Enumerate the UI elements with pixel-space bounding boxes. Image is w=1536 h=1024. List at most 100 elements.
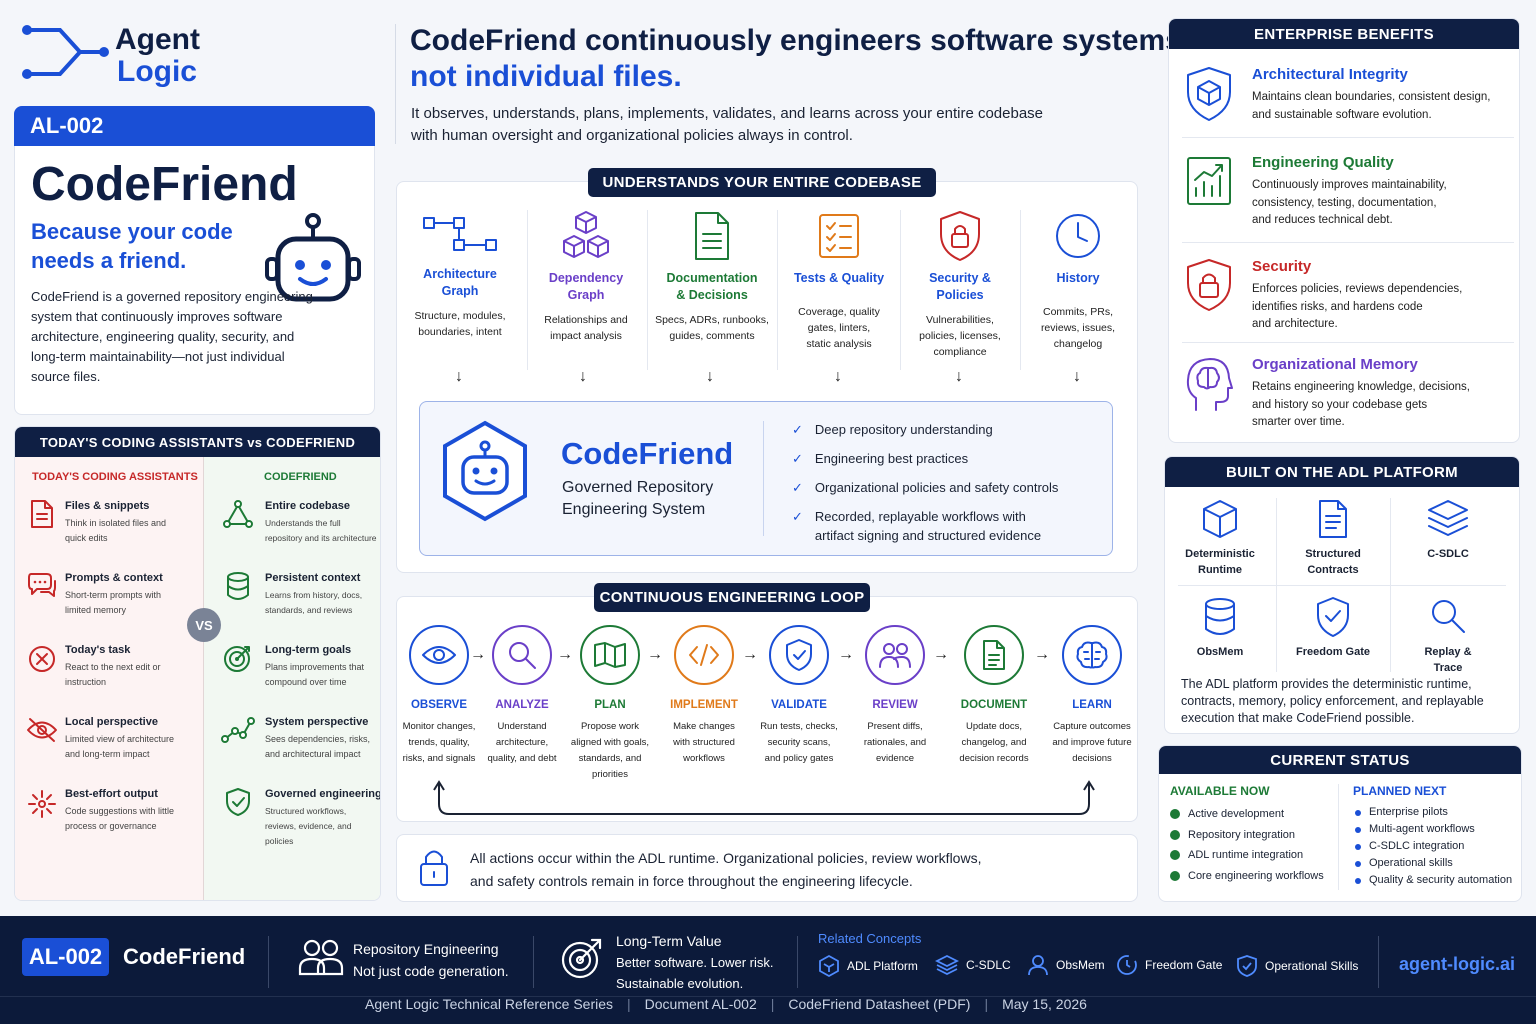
core-sub2: Engineering System [562, 501, 706, 518]
code-icon [689, 644, 719, 666]
right-column-head: CODEFRIEND [264, 471, 337, 483]
status-dot-icon [1170, 809, 1180, 820]
understands-column-documentation: Documentation& Decisions Specs, ADRs, ru… [650, 210, 774, 344]
arrow-right-icon: → [647, 646, 663, 663]
search-icon [1432, 600, 1465, 633]
agent-logic-logo [20, 24, 112, 82]
product-tagline: Because your code needs a friend. [31, 219, 233, 273]
footer-product: CodeFriend [123, 944, 246, 969]
document-icon [983, 640, 1005, 670]
graph-icon [221, 717, 255, 743]
related-freedom-gate[interactable]: Freedom Gate [1116, 954, 1222, 976]
related-obsmem[interactable]: ObsMem [1027, 954, 1105, 976]
document-icon [31, 500, 53, 528]
brain-icon [1076, 641, 1108, 669]
status-title: CURRENT STATUS [1159, 746, 1521, 774]
chart-up-icon [1187, 157, 1231, 205]
eye-icon [422, 646, 456, 664]
status-card: CURRENT STATUS [1158, 745, 1522, 902]
list-item: Repository integration [1170, 825, 1324, 846]
adl-cell-obsmem: ObsMem [1164, 596, 1276, 660]
brand-line1: Agent [115, 23, 200, 56]
target-icon [224, 646, 250, 672]
check-icon: ✓ [792, 509, 803, 524]
footer-value-sub1: Better software. Lower risk. [616, 955, 774, 970]
arrow-right-icon: → [470, 646, 486, 663]
list-item: ✓Organizational policies and safety cont… [792, 480, 1059, 495]
list-item: ✓Recorded, replayable workflows with art… [792, 509, 1042, 543]
runtime-note-line2: and safety controls remain in force thro… [470, 873, 913, 889]
core-title: CodeFriend [561, 436, 734, 471]
footer-datasheet-link[interactable]: CodeFriend Datasheet (PDF) [788, 996, 971, 1012]
related-adl-platform[interactable]: ADL Platform [818, 954, 918, 978]
arrow-right-icon: → [1034, 646, 1050, 663]
status-dot-icon [1170, 829, 1180, 840]
check-icon: ✓ [792, 480, 803, 495]
shield-icon [786, 639, 812, 671]
footer-repo-sub: Not just code generation. [353, 963, 509, 979]
person-icon [1028, 955, 1048, 976]
check-icon: ✓ [792, 451, 803, 466]
footer-related-head: Related Concepts [818, 931, 922, 946]
layers-icon [935, 954, 959, 976]
shield-check-icon [1237, 955, 1257, 977]
headline-line1: CodeFriend continuously engineers softwa… [410, 24, 1212, 57]
related-csdlc[interactable]: C-SDLC [935, 954, 1011, 976]
related-operational-skills[interactable]: Operational Skills [1236, 954, 1358, 978]
footer-date: May 15, 2026 [1002, 996, 1087, 1012]
arrow-down-icon: ↓ [955, 368, 963, 385]
map-icon [594, 642, 626, 668]
eye-slash-icon [27, 718, 57, 742]
footer-value-sub2: Sustainable evolution. [616, 976, 744, 991]
lock-shield-icon [940, 211, 980, 261]
loop-return-arrow-icon [433, 780, 1095, 815]
comparison-card: TODAY'S CODING ASSISTANTS vs CODEFRIEND … [14, 426, 381, 901]
footer-document: Document AL-002 [644, 996, 757, 1012]
footer-site-link[interactable]: agent-logic.ai [1399, 954, 1516, 974]
arrow-down-icon: ↓ [834, 368, 842, 385]
runtime-note-line1: All actions occur within the ADL runtime… [470, 850, 982, 866]
arrow-down-icon: ↓ [455, 368, 463, 385]
understands-title: UNDERSTANDS YOUR ENTIRE CODEBASE [588, 168, 936, 197]
arrow-right-icon: → [557, 646, 573, 663]
status-planned: PLANNED NEXT Enterprise pilots Multi-age… [1353, 784, 1512, 889]
cubes-icon [563, 211, 609, 258]
arrow-down-icon: ↓ [706, 368, 714, 385]
network-icon [223, 500, 253, 528]
lock-icon [420, 850, 448, 886]
footer-series: Agent Logic Technical Reference Series [365, 996, 614, 1012]
product-card: AL-002 CodeFriend Because your code need… [14, 106, 375, 415]
runtime-note [396, 834, 1138, 902]
benefit-item: Organizational Memory Retains engineerin… [1182, 356, 1522, 432]
arrow-down-icon: ↓ [1073, 368, 1081, 385]
benefit-item: Security Enforces policies, reviews depe… [1182, 258, 1522, 334]
loop-step-observe: OBSERVE Monitor changes,trends, quality,… [391, 625, 487, 767]
bullet-icon [1355, 860, 1361, 867]
loop-step-validate: VALIDATE Run tests, checks,security scan… [751, 625, 847, 767]
status-available: AVAILABLE NOW Active development Reposit… [1170, 784, 1324, 886]
comparison-title: TODAY'S CODING ASSISTANTS vs CODEFRIEND [15, 427, 380, 457]
cube-shield-icon [1187, 67, 1231, 121]
list-item: Operational skills [1353, 855, 1512, 872]
database-icon [1205, 598, 1235, 635]
list-item: Quality & security automation [1353, 872, 1512, 889]
architecture-icon [423, 217, 497, 251]
lock-shield-icon [1187, 259, 1231, 311]
check-icon: ✓ [792, 422, 803, 437]
product-title: CodeFriend [31, 158, 298, 211]
list-item: Multi-agent workflows [1353, 821, 1512, 838]
hex-icon [819, 954, 839, 978]
bullet-icon [1355, 809, 1361, 816]
